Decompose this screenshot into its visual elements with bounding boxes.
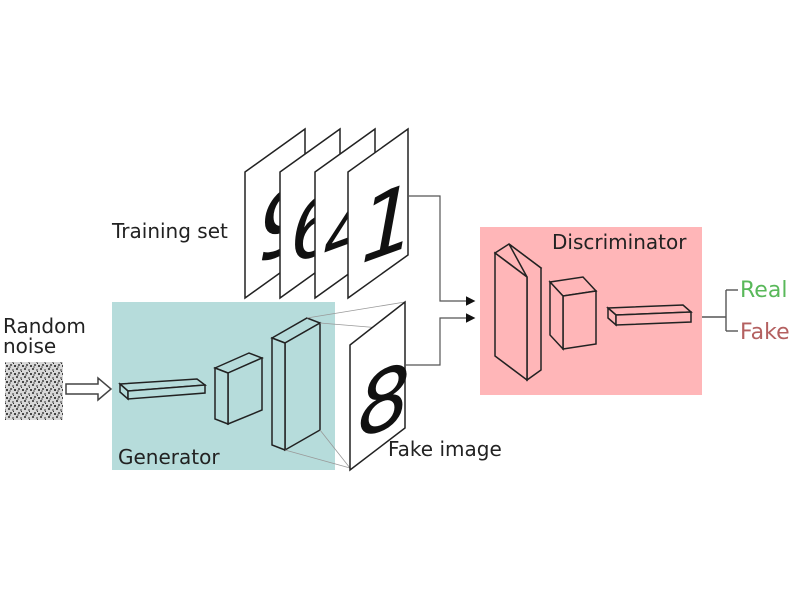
discriminator-layer-2 [548, 276, 598, 351]
discriminator-layer-1 [493, 243, 543, 382]
fake-digit: 8 [358, 343, 410, 458]
output-bracket [702, 289, 738, 332]
fake-label: Fake [740, 320, 790, 345]
fake-to-discriminator-line [405, 313, 476, 366]
training-digit-4: 1 [360, 163, 416, 285]
training-to-discriminator-line [408, 195, 476, 306]
fake-image-card: 8 [349, 300, 410, 472]
training-set-label: Training set [111, 219, 228, 243]
real-label: Real [740, 278, 787, 303]
noise-input-arrow [65, 376, 113, 402]
discriminator-layer-3 [606, 304, 693, 327]
random-noise-label-line2: noise [3, 334, 56, 358]
fake-image-label: Fake image [388, 437, 502, 461]
generator-layer-2 [213, 352, 264, 426]
random-noise-image [5, 362, 63, 420]
discriminator-label: Discriminator [552, 230, 687, 254]
generator-layer-1 [118, 378, 208, 401]
training-card-4: 1 [347, 127, 416, 300]
random-noise-label-line1: Random [3, 314, 86, 338]
generator-label: Generator [118, 445, 220, 469]
generator-layer-3 [270, 317, 322, 452]
